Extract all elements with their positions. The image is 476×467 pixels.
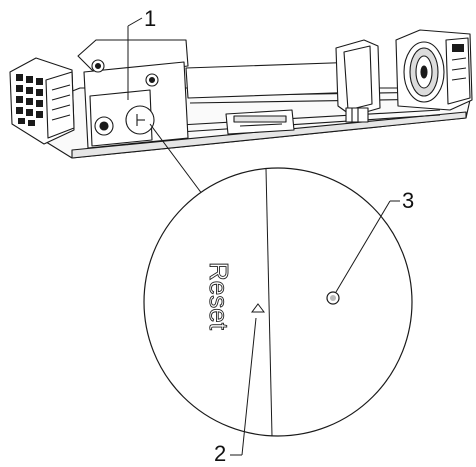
callout-2-label: 2	[214, 441, 226, 466]
detail-zoom-circle: Reset	[143, 167, 413, 437]
center-duct	[185, 61, 363, 99]
pointer-triangle-icon	[251, 303, 265, 313]
callout-3-leader	[335, 200, 391, 293]
reset-label: Reset	[204, 262, 234, 331]
callout-1-label: 1	[144, 6, 156, 31]
chassis-rail-low	[179, 109, 441, 126]
unit-illustration	[9, 29, 473, 159]
left-fan-side	[45, 71, 75, 139]
chassis-lip	[71, 111, 467, 159]
connector-block	[345, 107, 369, 123]
callout-3-label: 3	[402, 188, 414, 213]
detail-panel-edge	[265, 168, 273, 437]
chassis-rail-bottom	[179, 114, 441, 133]
callout-2-leader	[241, 317, 257, 456]
callout-1-tick	[127, 17, 143, 27]
left-fan-grille-icon	[16, 74, 43, 126]
